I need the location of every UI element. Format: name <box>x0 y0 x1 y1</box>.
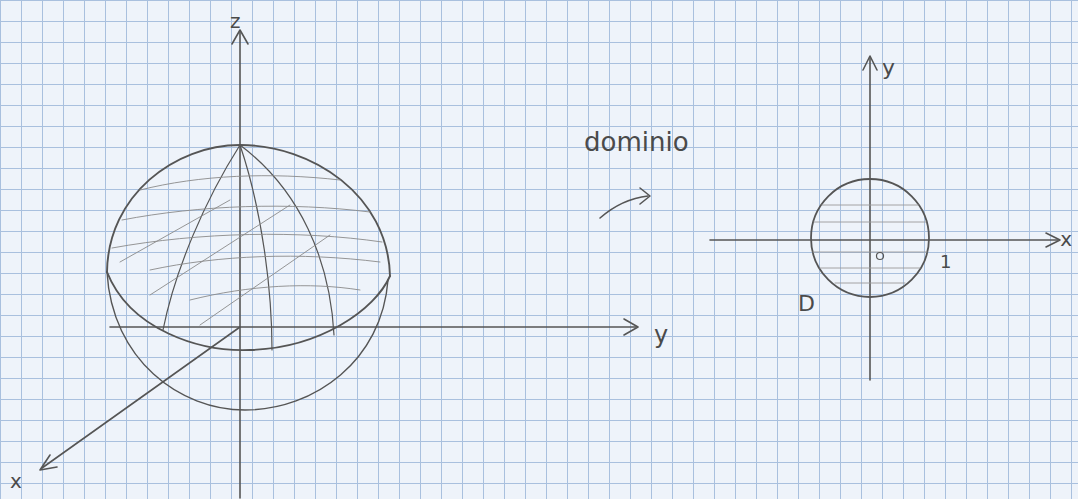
axis-label: x <box>1058 228 1074 250</box>
curved-arrow <box>600 196 648 218</box>
domain-shading <box>813 205 927 283</box>
meridian <box>163 145 240 330</box>
shading <box>112 176 382 325</box>
domain-circle <box>811 179 929 297</box>
center-point <box>877 253 884 260</box>
x-axis <box>42 327 240 468</box>
bowl-outline <box>107 272 388 410</box>
meridian <box>240 145 334 335</box>
axis-label: z <box>228 10 243 32</box>
y-arrowhead <box>863 56 877 70</box>
axis-label: dominio <box>582 128 691 156</box>
axis-label: x <box>8 470 24 492</box>
axis-label: y <box>880 56 897 80</box>
x-arrowhead <box>40 455 57 470</box>
x-axis <box>710 239 1058 241</box>
x-arrowhead <box>1046 233 1060 247</box>
y-arrowhead <box>624 319 638 335</box>
axis-label: 1 <box>938 252 953 272</box>
dome-outline <box>107 145 390 276</box>
y-axis <box>869 58 871 380</box>
z-arrowhead <box>232 30 248 44</box>
axis-label: D <box>796 292 817 316</box>
z-axis <box>239 32 241 498</box>
axis-label: y <box>652 322 670 348</box>
equator <box>107 272 390 350</box>
y-axis <box>110 326 636 328</box>
arrowhead <box>640 188 650 204</box>
